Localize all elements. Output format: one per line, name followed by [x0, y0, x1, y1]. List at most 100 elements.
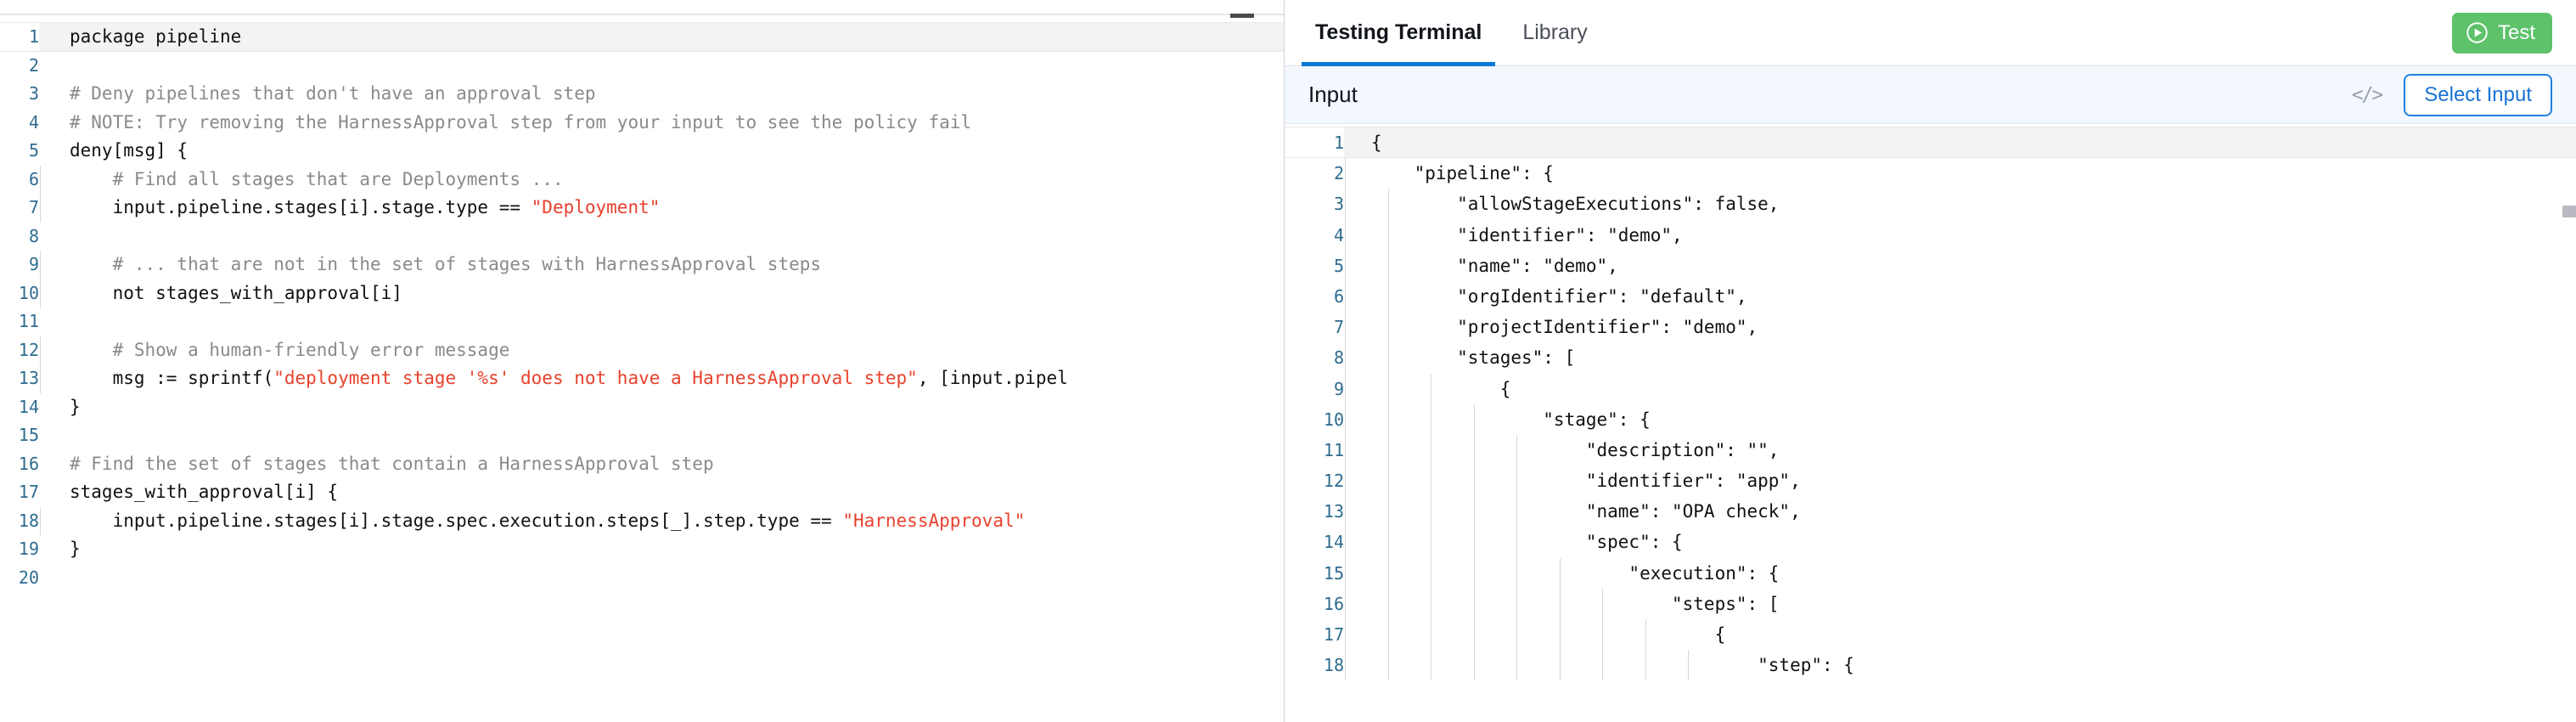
json-line[interactable]: 16 "steps": [ [1285, 588, 2576, 620]
json-token: "description": "", [1371, 439, 1780, 460]
line-number: 3 [28, 83, 39, 104]
json-line[interactable]: 11 "description": "", [1285, 434, 2576, 466]
code-line[interactable]: 6 # Find all stages that are Deployments… [0, 165, 1284, 194]
line-number: 10 [1323, 409, 1344, 430]
json-line-text: "allowStageExecutions": false, [1344, 189, 2576, 220]
indent-guide [1387, 496, 1389, 527]
token-string: "HarnessApproval" [842, 510, 1026, 531]
json-line[interactable]: 9 { [1285, 373, 2576, 404]
line-number: 2 [1333, 163, 1344, 184]
code-line[interactable]: 12 # Show a human-friendly error message [0, 336, 1284, 364]
code-line[interactable]: 16# Find the set of stages that contain … [0, 450, 1284, 479]
indent-guide [1387, 373, 1389, 404]
indent-guide [1387, 588, 1389, 620]
line-number: 7 [28, 197, 39, 217]
indent-guide [40, 279, 41, 307]
code-line[interactable]: 18 input.pipeline.stages[i].stage.spec.e… [0, 506, 1284, 535]
json-line-text: "step": { [1344, 650, 2576, 681]
indent-guide [1473, 496, 1475, 527]
json-line-text: "orgIdentifier": "default", [1344, 280, 2576, 313]
code-line[interactable]: 11 [0, 307, 1284, 336]
indent-guide [1473, 619, 1475, 651]
json-line[interactable]: 3 "allowStageExecutions": false, [1285, 189, 2576, 220]
tab-testing-terminal[interactable]: Testing Terminal [1295, 0, 1502, 66]
token-comment: # Show a human-friendly error message [70, 339, 510, 360]
indent-guide [1387, 557, 1389, 589]
indent-guide [1387, 650, 1389, 681]
json-line[interactable]: 17 { [1285, 619, 2576, 651]
token-string: "Deployment" [531, 197, 661, 217]
line-number: 20 [18, 567, 39, 588]
json-token: "identifier": "demo", [1371, 224, 1683, 245]
token-code: not stages_with_approval[i] [70, 282, 402, 303]
json-line[interactable]: 7 "projectIdentifier": "demo", [1285, 312, 2576, 343]
indent-guide [1345, 496, 1346, 527]
code-line[interactable]: 20 [0, 564, 1284, 593]
code-line[interactable]: 4# NOTE: Try removing the HarnessApprova… [0, 109, 1284, 138]
select-input-button[interactable]: Select Input [2404, 73, 2552, 116]
json-token: "allowStageExecutions": false, [1371, 194, 1780, 215]
code-line[interactable]: 13 msg := sprintf("deployment stage '%s'… [0, 364, 1284, 393]
code-line[interactable]: 10 not stages_with_approval[i] [0, 279, 1284, 307]
code-line[interactable]: 8 [0, 223, 1284, 251]
json-token: "spec": { [1371, 532, 1683, 553]
json-line[interactable]: 18 "step": { [1285, 650, 2576, 681]
json-line[interactable]: 13 "name": "OPA check", [1285, 496, 2576, 527]
indent-guide [1516, 650, 1518, 681]
code-line[interactable]: 3 # Deny pipelines that don't have an app… [0, 80, 1284, 109]
code-line[interactable]: 9 # ... that are not in the set of stage… [0, 251, 1284, 279]
json-line[interactable]: 14 "spec": { [1285, 527, 2576, 558]
token-comment: # Deny pipelines that don't have an appr… [70, 83, 596, 104]
json-line-text: "identifier": "app", [1344, 465, 2576, 497]
minimize-icon[interactable] [1230, 14, 1254, 18]
json-line[interactable]: 8 "stages": [ [1285, 342, 2576, 374]
code-line[interactable]: 14} [0, 393, 1284, 422]
json-line[interactable]: 6 "orgIdentifier": "default", [1285, 280, 2576, 313]
indent-guide [40, 165, 41, 194]
json-line[interactable]: 2 "pipeline": { [1285, 158, 2576, 189]
json-line[interactable]: 10 "stage": { [1285, 403, 2576, 435]
test-button-label: Test [2497, 20, 2535, 44]
json-line[interactable]: 1{ [1285, 126, 2576, 159]
code-line[interactable]: 19} [0, 535, 1284, 564]
code-line[interactable]: 15 [0, 421, 1284, 450]
indent-guide [1345, 588, 1346, 620]
code-line-text: # Find the set of stages that contain a … [39, 450, 1284, 479]
json-input-scroll[interactable]: 1{2 "pipeline": {3 "allowStageExecutions… [1285, 124, 2576, 722]
json-line[interactable]: 5 "name": "demo", [1285, 250, 2576, 281]
line-number: 12 [18, 339, 39, 360]
vertical-scrollbar[interactable] [2562, 206, 2576, 217]
tab-library[interactable]: Library [1502, 0, 1607, 66]
indent-guide [1345, 373, 1346, 404]
line-number: 8 [28, 225, 39, 246]
code-line[interactable]: 2 [0, 52, 1284, 81]
line-number: 3 [1333, 194, 1344, 215]
json-line[interactable]: 12 "identifier": "app", [1285, 465, 2576, 497]
indent-guide [1387, 219, 1389, 251]
test-button[interactable]: Test [2451, 12, 2552, 54]
code-line-text: # NOTE: Try removing the HarnessApproval… [39, 109, 1284, 138]
line-number: 9 [1333, 378, 1344, 399]
indent-guide [1345, 280, 1346, 313]
line-number: 11 [1323, 439, 1344, 460]
line-number: 1 [28, 26, 39, 47]
indent-guide [1688, 650, 1690, 681]
json-input-area[interactable]: 1{2 "pipeline": {3 "allowStageExecutions… [1285, 124, 2576, 681]
indent-guide [1602, 619, 1604, 651]
json-line[interactable]: 15 "execution": { [1285, 557, 2576, 589]
token-code: } [70, 539, 81, 559]
play-circle-icon [2466, 22, 2488, 43]
indent-guide [1387, 465, 1389, 497]
json-line[interactable]: 4 "identifier": "demo", [1285, 219, 2576, 251]
indent-guide [1473, 650, 1475, 681]
angle-brackets-icon[interactable]: </> [2351, 83, 2384, 106]
code-line[interactable]: 7 input.pipeline.stages[i].stage.type ==… [0, 194, 1284, 223]
json-token: { [1371, 624, 1726, 645]
